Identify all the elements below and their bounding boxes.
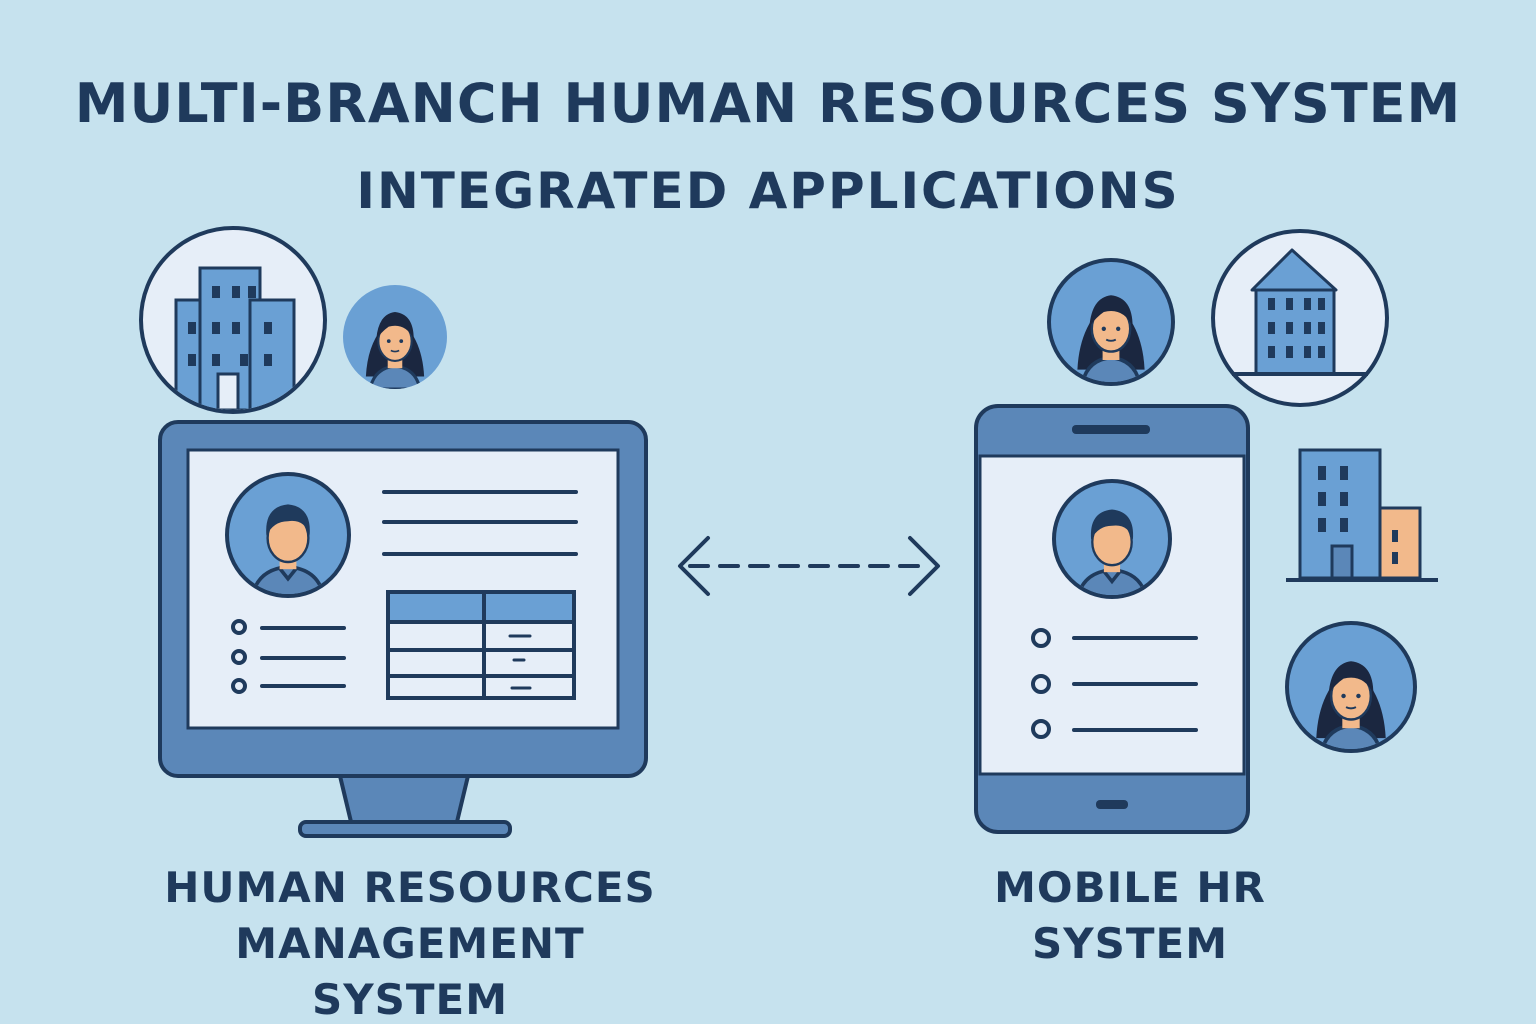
diagram-title: MULTI-BRANCH HUMAN RESOURCES SYSTEM xyxy=(74,72,1462,135)
mobile-hr-system-label-line2: SYSTEM xyxy=(1031,919,1229,968)
person-icon xyxy=(1047,258,1175,386)
building-icon xyxy=(1211,229,1389,407)
mobile-hr-system-label-line1: MOBILE HR xyxy=(994,863,1266,912)
person-icon xyxy=(1052,479,1172,599)
building-icon xyxy=(139,226,327,414)
mobile-hr-system-label: MOBILE HR SYSTEM xyxy=(960,860,1300,972)
hr-management-system-label-line1: HUMAN RESOURCES xyxy=(164,863,656,912)
office-buildings-icon xyxy=(1286,448,1438,582)
mobile-phone-icon xyxy=(974,404,1250,834)
person-icon xyxy=(343,285,447,389)
person-icon xyxy=(225,472,351,598)
bidirectional-arrow-icon xyxy=(678,536,940,596)
diagram-subtitle: INTEGRATED APPLICATIONS xyxy=(356,162,1180,220)
hr-management-system-label: HUMAN RESOURCES MANAGEMENT SYSTEM xyxy=(140,860,680,1024)
person-icon xyxy=(1285,621,1417,753)
hr-management-system-label-line2: MANAGEMENT SYSTEM xyxy=(235,919,585,1024)
desktop-monitor-icon xyxy=(158,420,648,838)
